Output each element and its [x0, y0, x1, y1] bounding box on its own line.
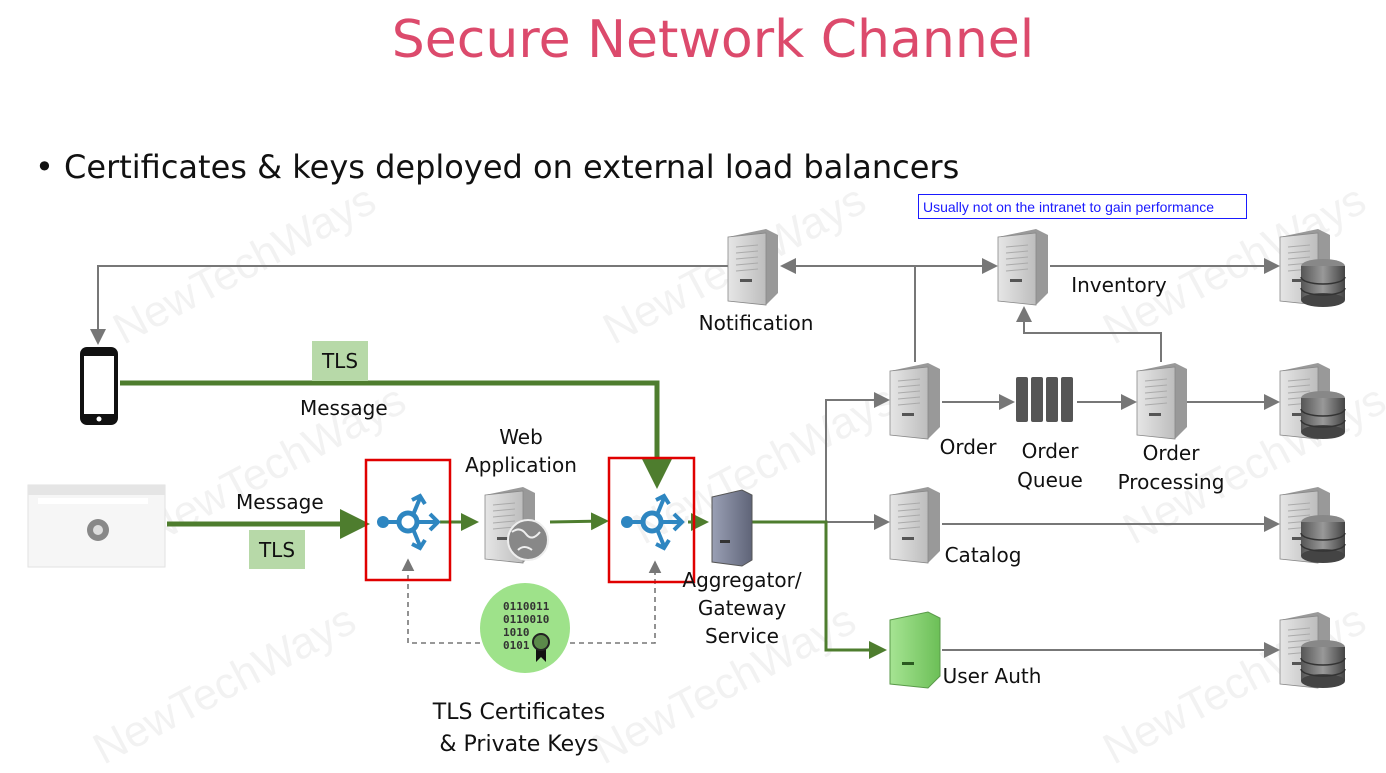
highlight-box-external-lb: [364, 458, 452, 582]
database-server-icon: [1279, 228, 1346, 308]
certificates-label: TLS Certificates: [432, 700, 606, 725]
web-app-label: Web: [499, 425, 543, 449]
order-queue-icon: [1016, 377, 1073, 422]
aggregator-label: Service: [705, 624, 779, 648]
database-server-icon: [1279, 362, 1346, 440]
web-app-label: Application: [465, 453, 577, 477]
tls-badge: TLS: [312, 341, 368, 381]
mobile-phone-icon: [80, 347, 118, 425]
database-server-icon: [1279, 611, 1346, 689]
notification-label: Notification: [698, 311, 814, 335]
tls-secure-flows: [120, 380, 887, 659]
catalog-server-icon: [889, 486, 941, 564]
tls-certificate-icon: 0110011 0110010 1010 0101: [480, 583, 570, 673]
bullet-point: • Certificates & keys deployed on extern…: [35, 148, 960, 186]
load-balancer-icon: [377, 496, 438, 548]
order-server-icon: [889, 362, 941, 440]
cert-bits-line: 0110011: [503, 600, 550, 613]
order-processing-label: Processing: [1117, 470, 1225, 494]
order-processing-label: Order: [1142, 441, 1200, 465]
message-label: Message: [300, 396, 388, 420]
order-label: Order: [939, 435, 997, 459]
user-auth-server-icon: [889, 611, 941, 689]
cert-bits-line: 1010: [503, 626, 530, 639]
certificates-label: & Private Keys: [439, 732, 599, 757]
message-label: Message: [236, 490, 324, 514]
tls-badge: TLS: [249, 530, 305, 569]
bullet-text: Certificates & keys deployed on external…: [64, 148, 960, 186]
aggregator-gateway-server-icon: [711, 489, 753, 567]
browser-window-icon: [27, 484, 166, 568]
order-processing-server-icon: [1136, 362, 1188, 440]
web-application-server-icon: [484, 486, 549, 564]
page-title: Secure Network Channel: [391, 10, 1035, 70]
notification-server-icon: [727, 228, 779, 306]
order-queue-label: Order: [1021, 439, 1079, 463]
inventory-server-icon: [997, 228, 1049, 306]
cert-bits-line: 0110010: [503, 613, 549, 626]
highlight-box-internal-lb: [607, 456, 696, 584]
certificate-distribution-lines: [401, 558, 662, 644]
inventory-label: Inventory: [1071, 273, 1167, 297]
internal-connections: [90, 258, 1280, 658]
annotation-note: Usually not on the intranet to gain perf…: [918, 194, 1247, 219]
aggregator-label: Aggregator/: [682, 568, 802, 592]
aggregator-label: Gateway: [697, 596, 787, 620]
load-balancer-icon: [621, 496, 682, 548]
user-auth-label: User Auth: [942, 664, 1042, 688]
database-server-icon: [1279, 486, 1346, 564]
order-queue-label: Queue: [1017, 468, 1083, 492]
cert-bits-line: 0101: [503, 639, 530, 652]
catalog-label: Catalog: [944, 543, 1022, 567]
